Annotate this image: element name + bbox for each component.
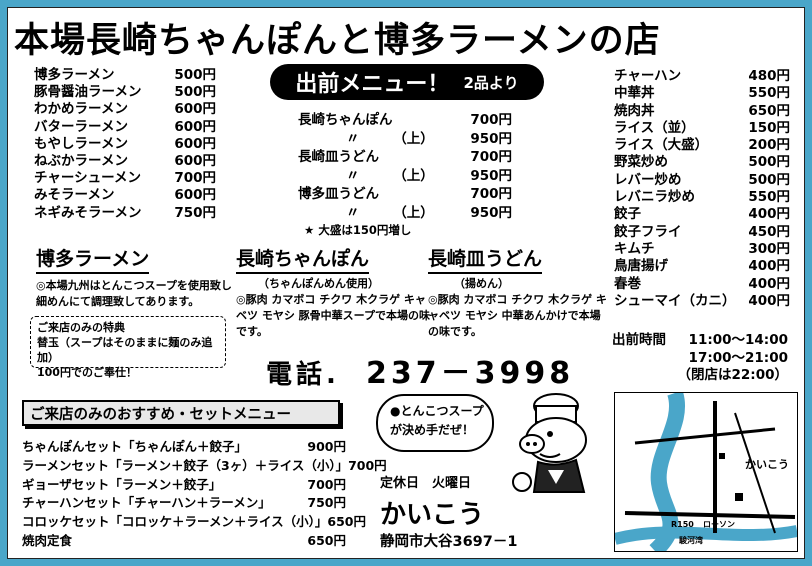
page-title: 本場長崎ちゃんぽんと博多ラーメンの店 [14,21,661,61]
chanpon-section: 長崎ちゃんぽん （ちゃんぽんめん使用） ◎豚肉 カマボコ チクワ 木クラゲ キャ… [236,244,436,340]
map-label-route: R150 [671,520,694,529]
section-title: 長崎皿うどん [428,244,543,274]
list-item: ライス（大盛）200円 [614,137,790,154]
phone-number: 電話. 237－3998 [266,356,575,391]
set-menu-header: ご来店のみのおすすめ・セットメニュー [22,400,340,426]
map-label-lawson: ローソン [703,520,735,529]
large-serving-note: ★ 大盛は150円増し [304,223,412,237]
list-item: 〃 （上）950円 [346,130,512,147]
list-item: ライス（並）150円 [614,119,790,136]
map-graphic [613,390,799,557]
shop-bonus-note: ご来店のみの特典 替玉（スープはそのままに麺のみ追加） 100円でのご奉仕！ [30,316,226,379]
shop-address: 静岡市大谷3697－1 [380,534,518,550]
access-map: かいこう R150 ローソン 駿河湾 [613,390,799,557]
list-item: 〃 （上）950円 [346,167,512,184]
shop-name: かいこう [380,500,485,530]
list-item: ちゃんぽんセット「ちゃんぽん＋餃子」900円 [22,439,346,454]
delivery-menu-header: 出前メニュー！ 2品より [270,64,544,100]
section-description: ◎本場九州はとんこつスープを使用致し細めんにて調理致してあります。 [36,279,232,308]
speech-bubble: ●とんこつスープ が決め手だぜ！ [376,394,494,452]
list-item: 〃 （上）950円 [346,204,512,221]
section-title: 博多ラーメン [36,244,150,274]
list-item: ラーメンセット「ラーメン＋餃子（3ヶ）＋ライス（小）」700円 [22,457,387,473]
section-description: ◎豚肉 カマボコ チクワ 木クラゲ キャベツ モヤシ 豚骨中華スープで本場の味で… [236,293,430,338]
map-label-shop: かいこう [745,458,789,471]
hakata-section: 博多ラーメン ◎本場九州はとんこつスープを使用致し細めんにて調理致してあります。 [36,244,232,310]
set-menu-list: ちゃんぽんセット「ちゃんぽん＋餃子」900円 ラーメンセット「ラーメン＋餃子（3… [22,438,387,551]
section-description: ◎豚肉 カマボコ チクワ 木クラゲ キャベツ モヤシ 中華あんかけで本場の味です… [428,293,607,338]
list-item: ギョーザセット「ラーメン＋餃子」700円 [22,476,346,492]
closed-day: 定休日 火曜日 [380,476,472,491]
section-title: 長崎ちゃんぽん [236,244,370,274]
list-item: コロッケセット「コロッケ＋ラーメン＋ライス（小）」650円 [22,514,366,530]
list-item: シューマイ（カニ）400円 [614,292,790,309]
map-label-bay: 駿河湾 [679,536,703,545]
pig-chef-mascot-icon [512,393,587,493]
list-item: チャーハンセット「チャーハン＋ラーメン」750円 [22,495,346,511]
saraudon-section: 長崎皿うどん （揚めん） ◎豚肉 カマボコ チクワ 木クラゲ キャベツ モヤシ … [428,244,608,340]
